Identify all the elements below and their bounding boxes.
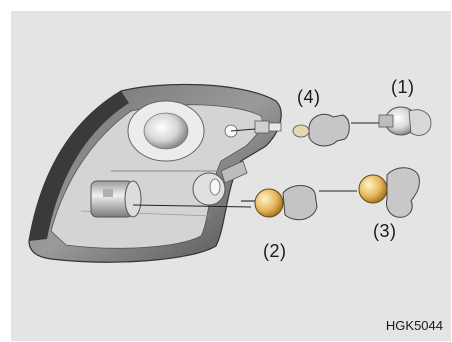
callout-1: (1) [391,77,415,98]
tail-lamp-illustration [11,11,451,341]
lower-cylinder-socket [91,181,141,217]
callout-4: (4) [297,87,321,108]
illustration-panel: (1) (4) (3) (2) HGK5044 [11,11,451,341]
bulb-3 [359,168,419,218]
bulb-holder-near-4 [255,121,281,133]
bulb-2 [255,186,317,220]
callout-3: (3) [373,221,397,242]
callout-2: (2) [263,241,287,262]
figure-code: HGK5044 [386,318,443,333]
socket-4 [293,114,349,146]
bulb-1 [379,107,431,135]
